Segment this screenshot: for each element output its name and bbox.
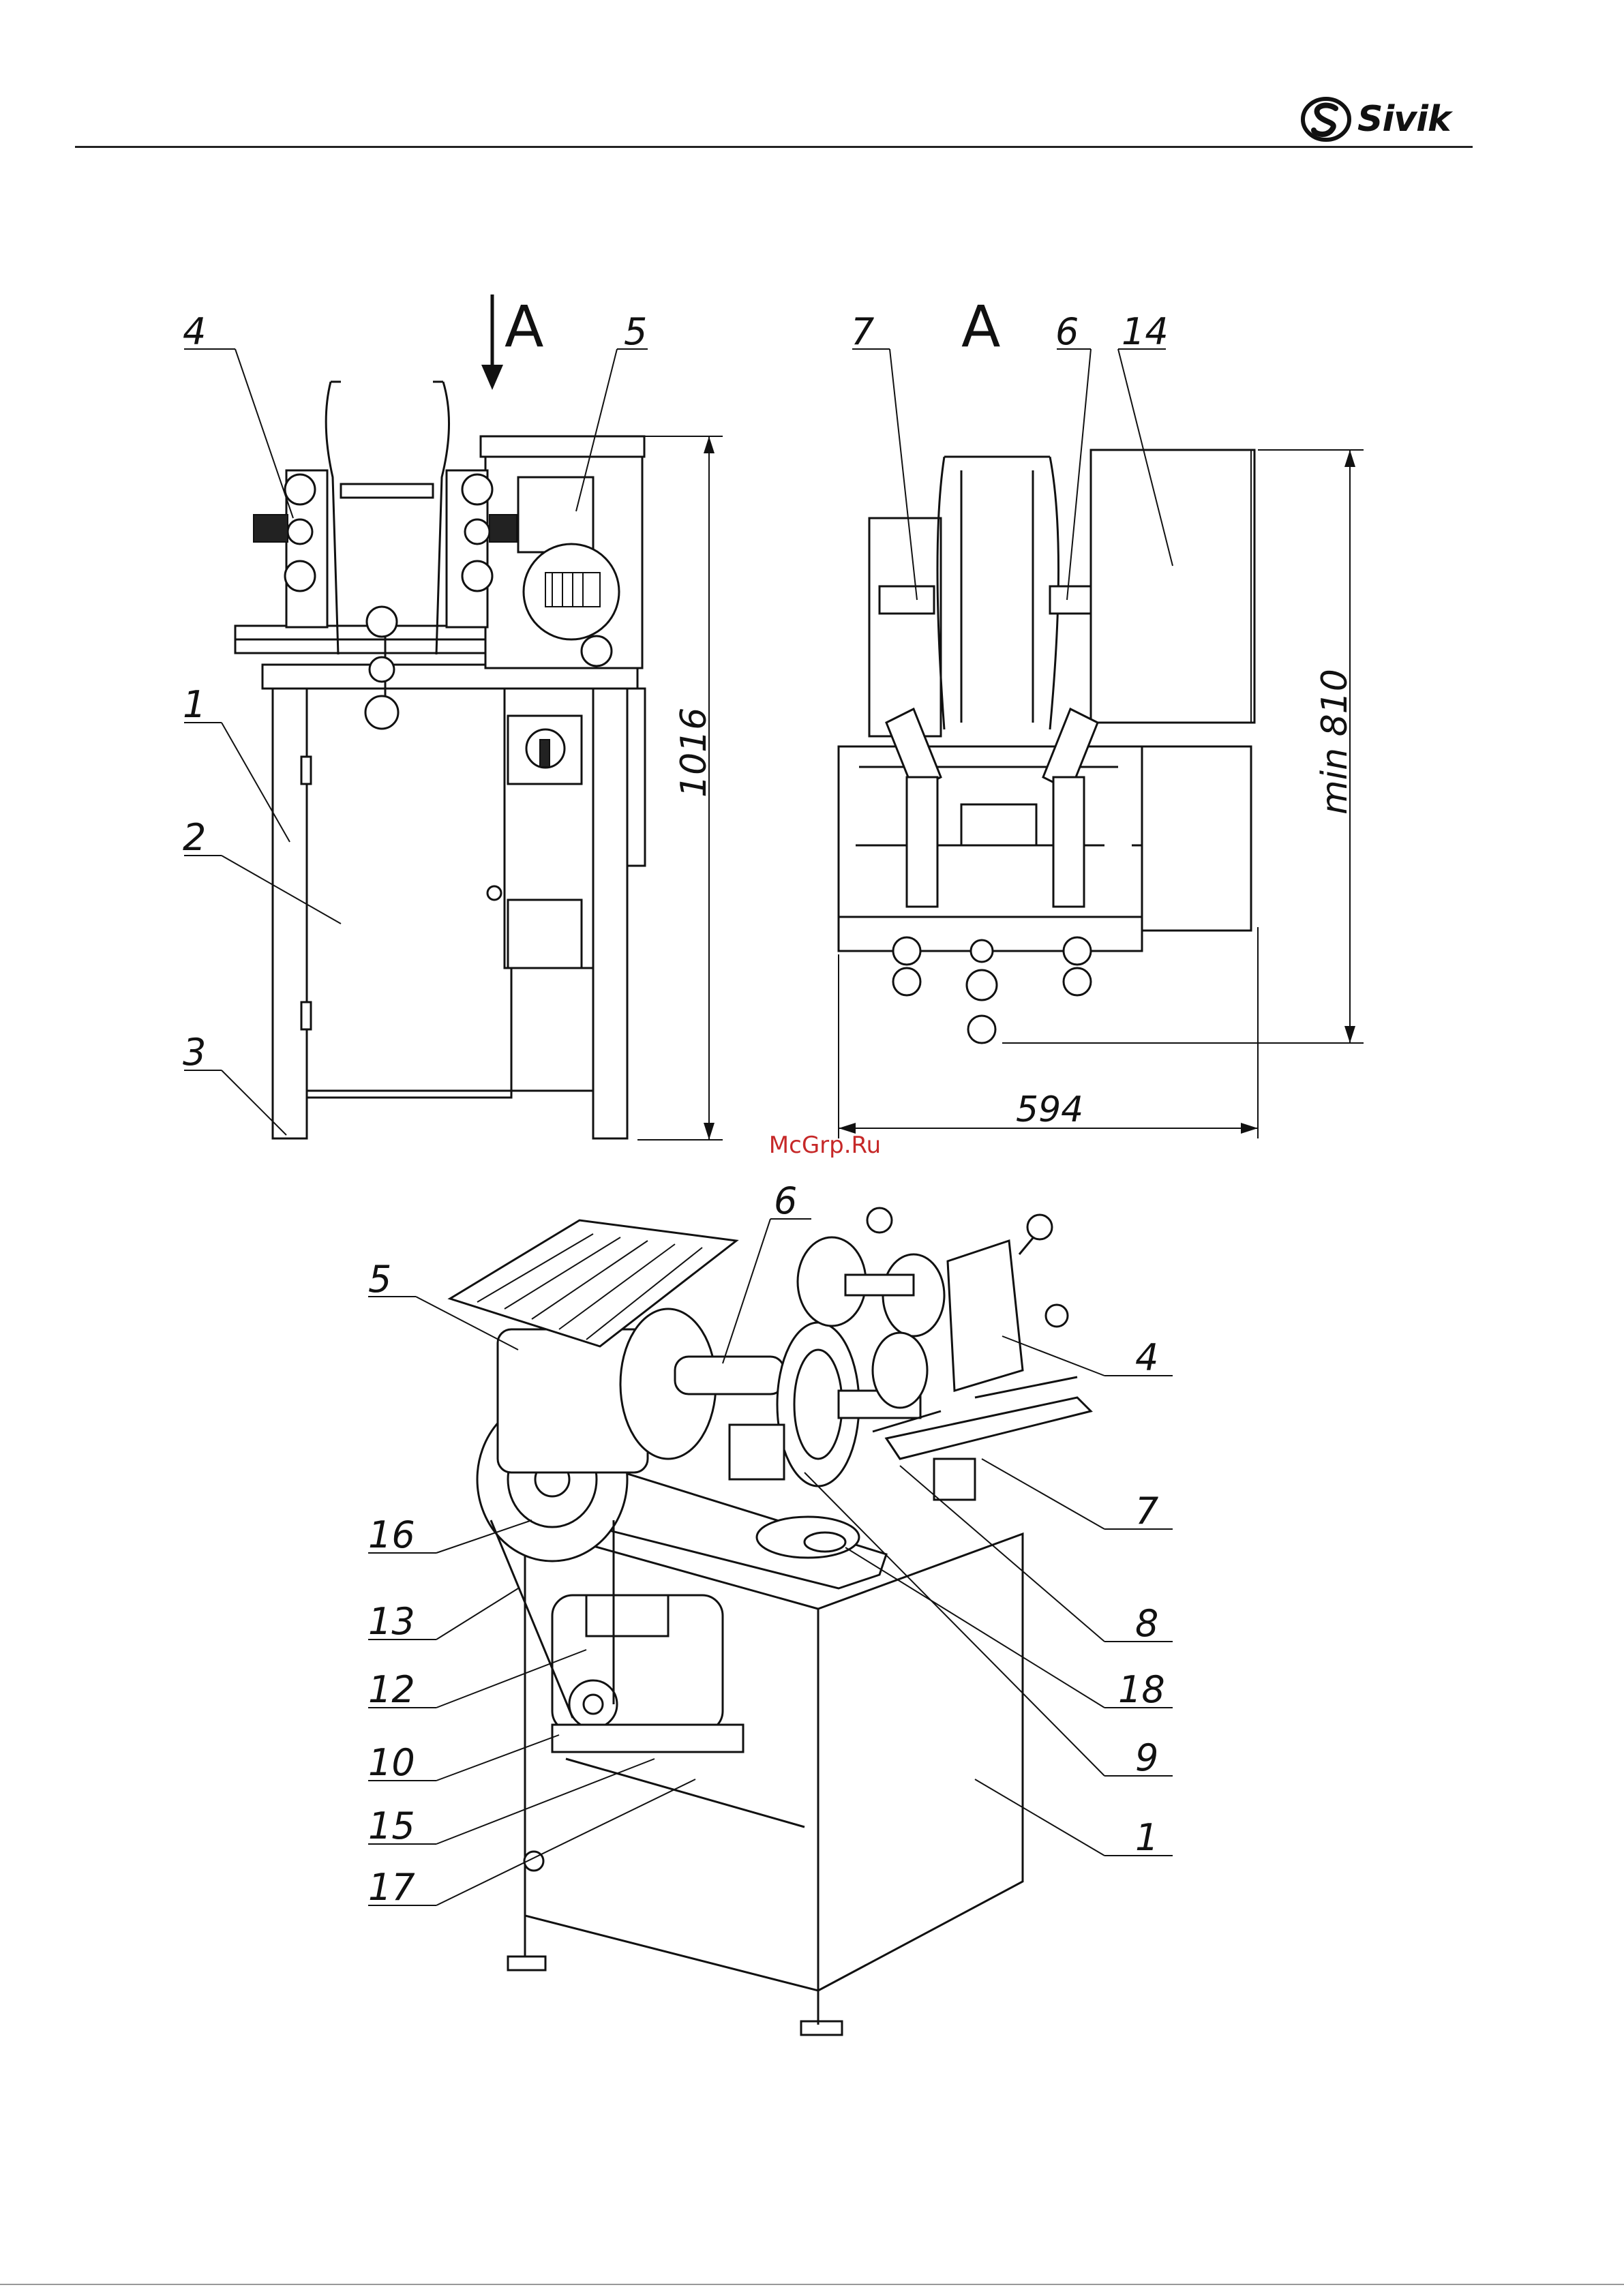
dimension-width: 594 [1016,1089,1083,1130]
side-view-drawing: A [839,293,1364,1138]
front-view-label-1: 1 [183,683,206,726]
side-view-label-14: 14 [1122,310,1169,353]
iso-label-16: 16 [368,1513,415,1556]
iso-label-7: 7 [1135,1490,1158,1532]
front-view-label-2: 2 [183,816,206,859]
iso-label-6: 6 [774,1179,797,1222]
iso-label-13: 13 [368,1600,415,1643]
isometric-view-drawing: 5 16 13 12 10 15 17 6 [368,1179,1173,2035]
front-view-label-5: 5 [624,310,647,353]
iso-label-9: 9 [1135,1736,1158,1779]
view-arrow-label: A [505,293,543,360]
side-view-label-6: 6 [1055,310,1079,353]
dimension-height-min: min 810 [1314,669,1355,815]
iso-label-17: 17 [368,1866,415,1909]
iso-label-10: 10 [368,1741,415,1784]
side-view-label-7: 7 [851,310,874,353]
front-view-label-4: 4 [183,310,206,353]
iso-label-4: 4 [1135,1336,1158,1379]
iso-label-8: 8 [1135,1602,1158,1645]
iso-label-1: 1 [1135,1816,1158,1859]
front-view-label-3: 3 [183,1031,206,1074]
iso-label-5: 5 [368,1258,391,1301]
front-view-drawing: A [183,293,723,1140]
page-bottom-edge [0,2284,1624,2285]
iso-label-18: 18 [1118,1668,1165,1711]
section-view-label: A [961,293,1000,360]
iso-label-15: 15 [368,1804,415,1847]
iso-label-12: 12 [368,1668,415,1711]
dimension-height-total: 1016 [674,708,715,798]
